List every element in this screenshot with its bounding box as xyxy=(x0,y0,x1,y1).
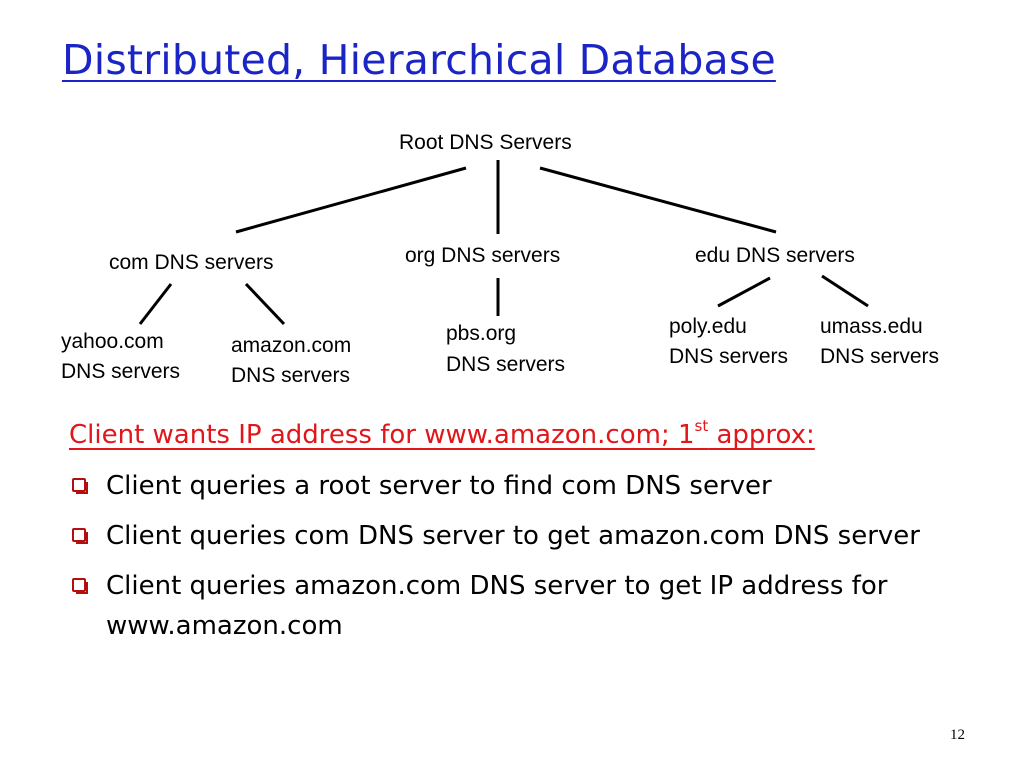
pbs-domain-label: pbs.org xyxy=(446,322,517,345)
query-step: Client queries com DNS server to get ama… xyxy=(66,516,966,556)
slide-title: Distributed, Hierarchical Database xyxy=(62,36,776,84)
dns-hierarchy-connectors xyxy=(138,160,869,326)
query-step-text: Client queries a root server to find com… xyxy=(106,471,772,501)
yahoo-servers-label: DNS servers xyxy=(61,360,181,383)
edge-com-yahoo xyxy=(138,283,173,325)
page-number: 12 xyxy=(950,727,965,743)
example-heading-text: Client wants IP address for www.amazon.c… xyxy=(69,420,695,450)
edge-edu-umass xyxy=(821,274,869,308)
edge-root-com xyxy=(235,166,467,234)
yahoo-domain-label: yahoo.com xyxy=(61,330,164,353)
query-step: Client queries amazon.com DNS server to … xyxy=(66,566,966,646)
checkbox-bullet-icon xyxy=(72,528,88,544)
example-heading-superscript: st xyxy=(694,417,709,436)
checkbox-bullet-icon xyxy=(72,478,88,494)
org-dns-servers-label: org DNS servers xyxy=(405,244,561,267)
amazon-servers-label: DNS servers xyxy=(231,364,351,387)
query-step: Client queries a root server to find com… xyxy=(66,466,966,506)
umass-servers-label: DNS servers xyxy=(820,345,940,368)
edu-dns-servers-label: edu DNS servers xyxy=(695,244,855,267)
umass-domain-label: umass.edu xyxy=(820,315,923,338)
com-dns-servers-label: com DNS servers xyxy=(109,251,274,274)
root-dns-servers-label: Root DNS Servers xyxy=(399,131,572,154)
edge-root-edu xyxy=(539,166,777,234)
example-heading: Client wants IP address for www.amazon.c… xyxy=(69,417,815,450)
query-steps-list: Client queries a root server to find com… xyxy=(66,466,966,656)
edge-com-amazon xyxy=(244,282,286,326)
edge-edu-poly xyxy=(717,276,771,308)
pbs-servers-label: DNS servers xyxy=(446,353,566,376)
poly-servers-label: DNS servers xyxy=(669,345,789,368)
query-step-text: Client queries amazon.com DNS server to … xyxy=(106,571,888,641)
poly-domain-label: poly.edu xyxy=(669,315,747,338)
amazon-domain-label: amazon.com xyxy=(231,334,352,357)
query-step-text: Client queries com DNS server to get ama… xyxy=(106,521,920,551)
checkbox-bullet-icon xyxy=(72,578,88,594)
example-heading-suffix: approx: xyxy=(708,420,815,450)
